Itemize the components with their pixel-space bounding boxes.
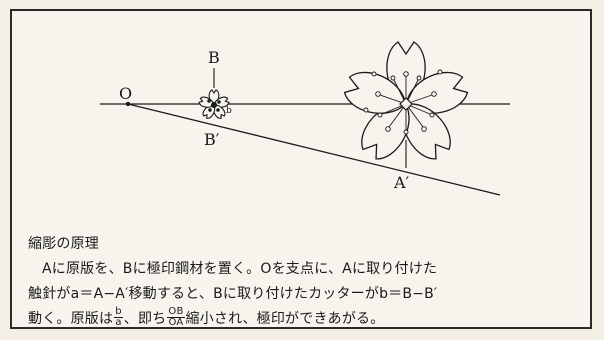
fraction-ob-over-oa-numerator: OB	[167, 305, 185, 318]
small-flower	[198, 89, 230, 119]
caption-line-3-middle: 、即ち	[123, 311, 167, 327]
caption-title: 縮彫の原理	[28, 236, 99, 252]
b-small-mark: b	[226, 106, 232, 116]
caption-line-2: 触針がa＝A−A′移動すると、Bに取り付けたカッターがb＝B−B′	[28, 286, 438, 302]
diagram-frame	[10, 9, 592, 329]
caption-line-1: Aに原版を、Bに極印鋼材を置く。Oを支点に、Aに取り付けた	[42, 261, 438, 277]
caption-line-3-start: 動く。原版は	[28, 311, 114, 327]
fraction-b-over-a-numerator: b	[114, 305, 123, 318]
large-flower	[343, 41, 469, 160]
label-b-prime: B′	[204, 130, 220, 149]
label-b: B	[208, 48, 220, 67]
fraction-ob-over-oa-denominator: OA	[168, 316, 184, 328]
fraction-b-over-a-denominator: a	[115, 316, 122, 328]
pivot-point	[125, 101, 131, 107]
diagonal-line	[127, 103, 501, 196]
label-o: O	[119, 84, 133, 103]
caption-line-3-end: 縮小され、極印ができあがる。	[185, 311, 385, 327]
label-a-prime: A′	[394, 173, 410, 192]
caption: 縮彫の原理 Aに原版を、Bに極印鋼材を置く。Oを支点に、Aに取り付けた 触針がa…	[28, 232, 588, 332]
